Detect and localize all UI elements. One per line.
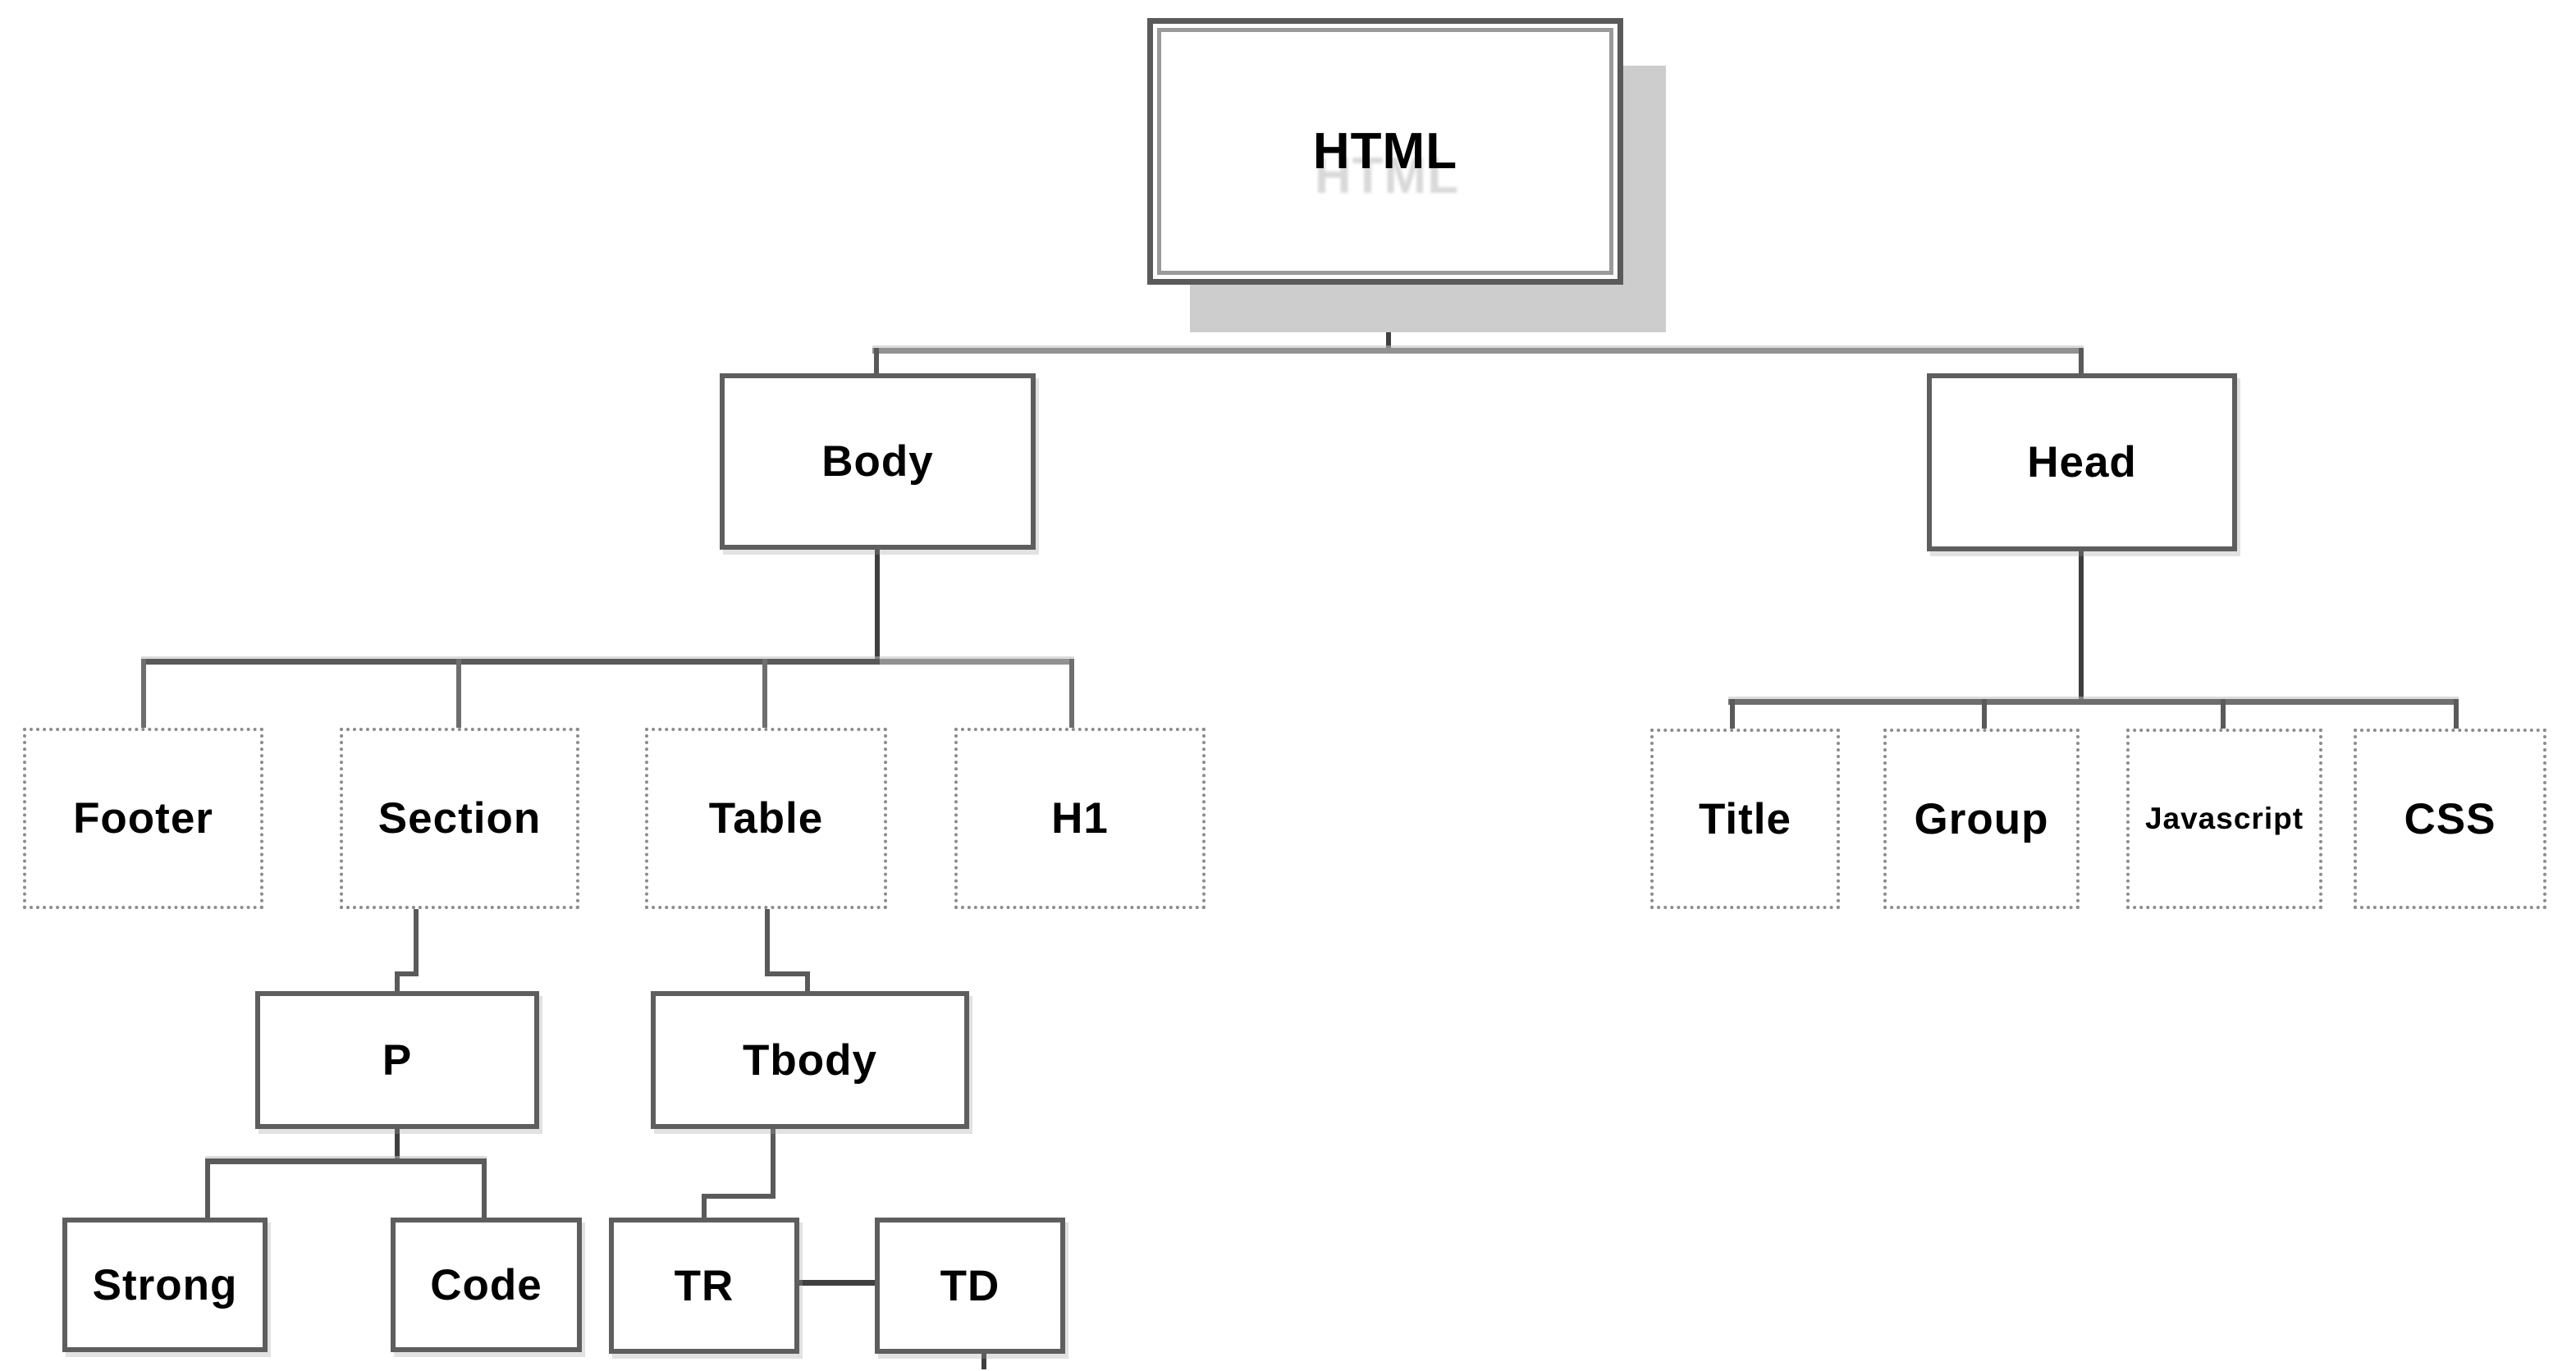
node-html-label: HTML <box>1312 123 1458 180</box>
node-css: CSS <box>2354 729 2546 909</box>
node-section-label: Section <box>377 794 542 843</box>
node-tbody-label: Tbody <box>743 1035 877 1085</box>
edge-p-rail <box>205 1158 487 1164</box>
node-title: Title <box>1650 729 1840 909</box>
node-h1-label: H1 <box>1051 794 1109 843</box>
edge-table-tbody-v2 <box>805 971 810 994</box>
edge-head-drop <box>2079 348 2084 376</box>
edge-html-trunk <box>1386 283 1391 351</box>
edge-tr-td-link <box>798 1280 876 1286</box>
edge-javascript-drop <box>2221 699 2226 730</box>
node-head: Head <box>1927 373 2237 551</box>
edge-body-rail-left <box>141 659 880 665</box>
edge-p-trunk <box>395 1127 400 1163</box>
node-group: Group <box>1883 729 2080 909</box>
edge-title-drop <box>1730 699 1735 730</box>
edge-section-drop <box>456 659 461 729</box>
node-td: TD <box>875 1218 1065 1354</box>
node-tbody: Tbody <box>651 991 969 1129</box>
node-footer: Footer <box>23 728 263 909</box>
edge-table-tbody-v1 <box>765 907 770 976</box>
edge-head-rail <box>1728 699 2459 705</box>
node-css-label: CSS <box>2404 794 2496 843</box>
node-table-label: Table <box>708 794 824 843</box>
edge-tbody-tr-h <box>702 1194 776 1199</box>
edge-section-p-v2 <box>395 971 400 994</box>
edge-h1-drop <box>1069 659 1074 729</box>
edge-css-drop <box>2454 699 2459 730</box>
node-code: Code <box>391 1218 582 1352</box>
node-body: Body <box>720 373 1036 550</box>
node-body-label: Body <box>821 437 934 486</box>
node-section: Section <box>340 728 579 909</box>
node-p-label: P <box>382 1035 413 1085</box>
edge-section-p-v1 <box>414 907 419 976</box>
node-head-label: Head <box>2027 438 2137 487</box>
edge-table-drop <box>762 659 767 729</box>
node-title-label: Title <box>1699 794 1791 843</box>
edge-section-p-h <box>395 971 419 976</box>
node-table: Table <box>645 728 887 909</box>
node-strong-label: Strong <box>92 1260 238 1309</box>
node-javascript: Javascript <box>2126 729 2322 909</box>
edge-code-drop <box>482 1158 487 1221</box>
node-tr: TR <box>609 1218 799 1354</box>
node-javascript-label: Javascript <box>2144 802 2304 835</box>
node-h1: H1 <box>954 728 1206 909</box>
edge-tbody-tr-v1 <box>771 1127 776 1199</box>
edge-group-drop <box>1982 699 1987 730</box>
edge-tbody-tr-v2 <box>702 1194 707 1221</box>
html-box-inner: HTML <box>1157 28 1613 275</box>
edge-body-trunk <box>875 548 880 662</box>
edge-body-drop <box>874 348 879 376</box>
edge-level1-rail <box>872 348 2084 354</box>
edge-body-rail-right <box>880 659 1074 665</box>
node-p: P <box>255 991 539 1129</box>
edge-footer-drop <box>141 659 146 729</box>
edge-strong-drop <box>205 1158 210 1221</box>
node-td-label: TD <box>940 1261 1000 1310</box>
node-strong: Strong <box>62 1218 268 1352</box>
edge-td-stub <box>981 1352 986 1369</box>
node-group-label: Group <box>1914 794 2049 843</box>
edge-table-tbody-h <box>765 971 810 976</box>
node-tr-label: TR <box>674 1261 734 1310</box>
edge-head-trunk <box>2079 550 2084 701</box>
node-html: HTML <box>1147 18 1623 285</box>
node-footer-label: Footer <box>73 794 213 843</box>
node-code-label: Code <box>430 1260 542 1309</box>
